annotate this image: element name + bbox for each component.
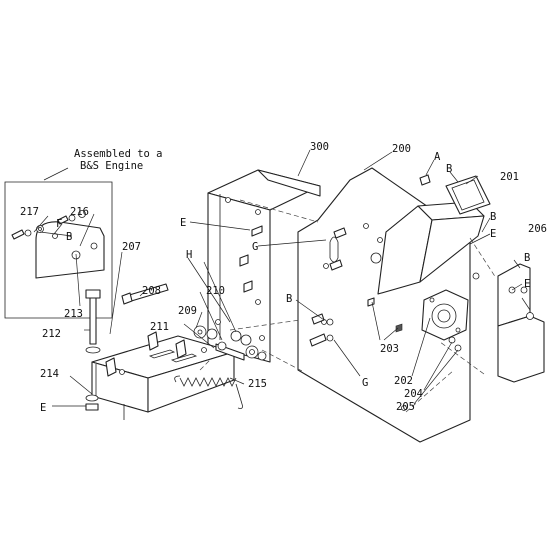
leader-lines (33, 149, 531, 407)
alignment-lines (199, 199, 497, 413)
label-210: 210 (206, 285, 225, 297)
label-200: 200 (392, 143, 411, 155)
label-e-right2: E (524, 278, 530, 290)
label-g-left: G (252, 241, 258, 253)
label-213: 213 (64, 308, 83, 320)
label-e-bottom: E (40, 402, 46, 414)
label-g-bottom: G (362, 377, 368, 389)
label-b-small: B (66, 231, 72, 243)
hardware-parts (85, 283, 267, 411)
label-207: 207 (122, 241, 141, 253)
spring-215 (174, 375, 243, 409)
label-b-right2: B (524, 252, 530, 264)
note-line2: B&S Engine (80, 160, 143, 172)
label-f: F (56, 218, 62, 230)
chute-201 (377, 174, 491, 295)
label-h: H (186, 249, 192, 261)
label-205: 205 (396, 401, 415, 413)
label-a: A (434, 151, 441, 163)
base-207 (91, 331, 235, 420)
label-204: 204 (404, 388, 423, 400)
label-202: 202 (394, 375, 413, 387)
bearing-202 (421, 289, 469, 352)
bracket-206 (472, 263, 545, 383)
label-209: 209 (178, 305, 197, 317)
label-e-left: E (180, 217, 186, 229)
label-e-right1: E (490, 228, 496, 240)
label-201: 201 (500, 171, 519, 183)
note-line1: Assembled to a (74, 148, 163, 160)
label-217: 217 (20, 206, 39, 218)
label-203: 203 (380, 343, 399, 355)
engine-assembly-inset (4, 181, 113, 319)
label-212: 212 (42, 328, 61, 340)
upright-plate-300 (207, 169, 321, 363)
label-b-right1: B (490, 211, 496, 223)
label-208: 208 (142, 285, 161, 297)
label-b-top: B (446, 163, 452, 175)
part-labels: Assembled to a B&S Engine 300 200 A B 20… (20, 141, 547, 414)
label-216: 216 (70, 206, 89, 218)
label-211: 211 (150, 321, 169, 333)
label-215: 215 (248, 378, 267, 390)
label-214: 214 (40, 368, 59, 380)
label-b-mid: B (286, 293, 292, 305)
label-300: 300 (310, 141, 329, 153)
label-206: 206 (528, 223, 547, 235)
